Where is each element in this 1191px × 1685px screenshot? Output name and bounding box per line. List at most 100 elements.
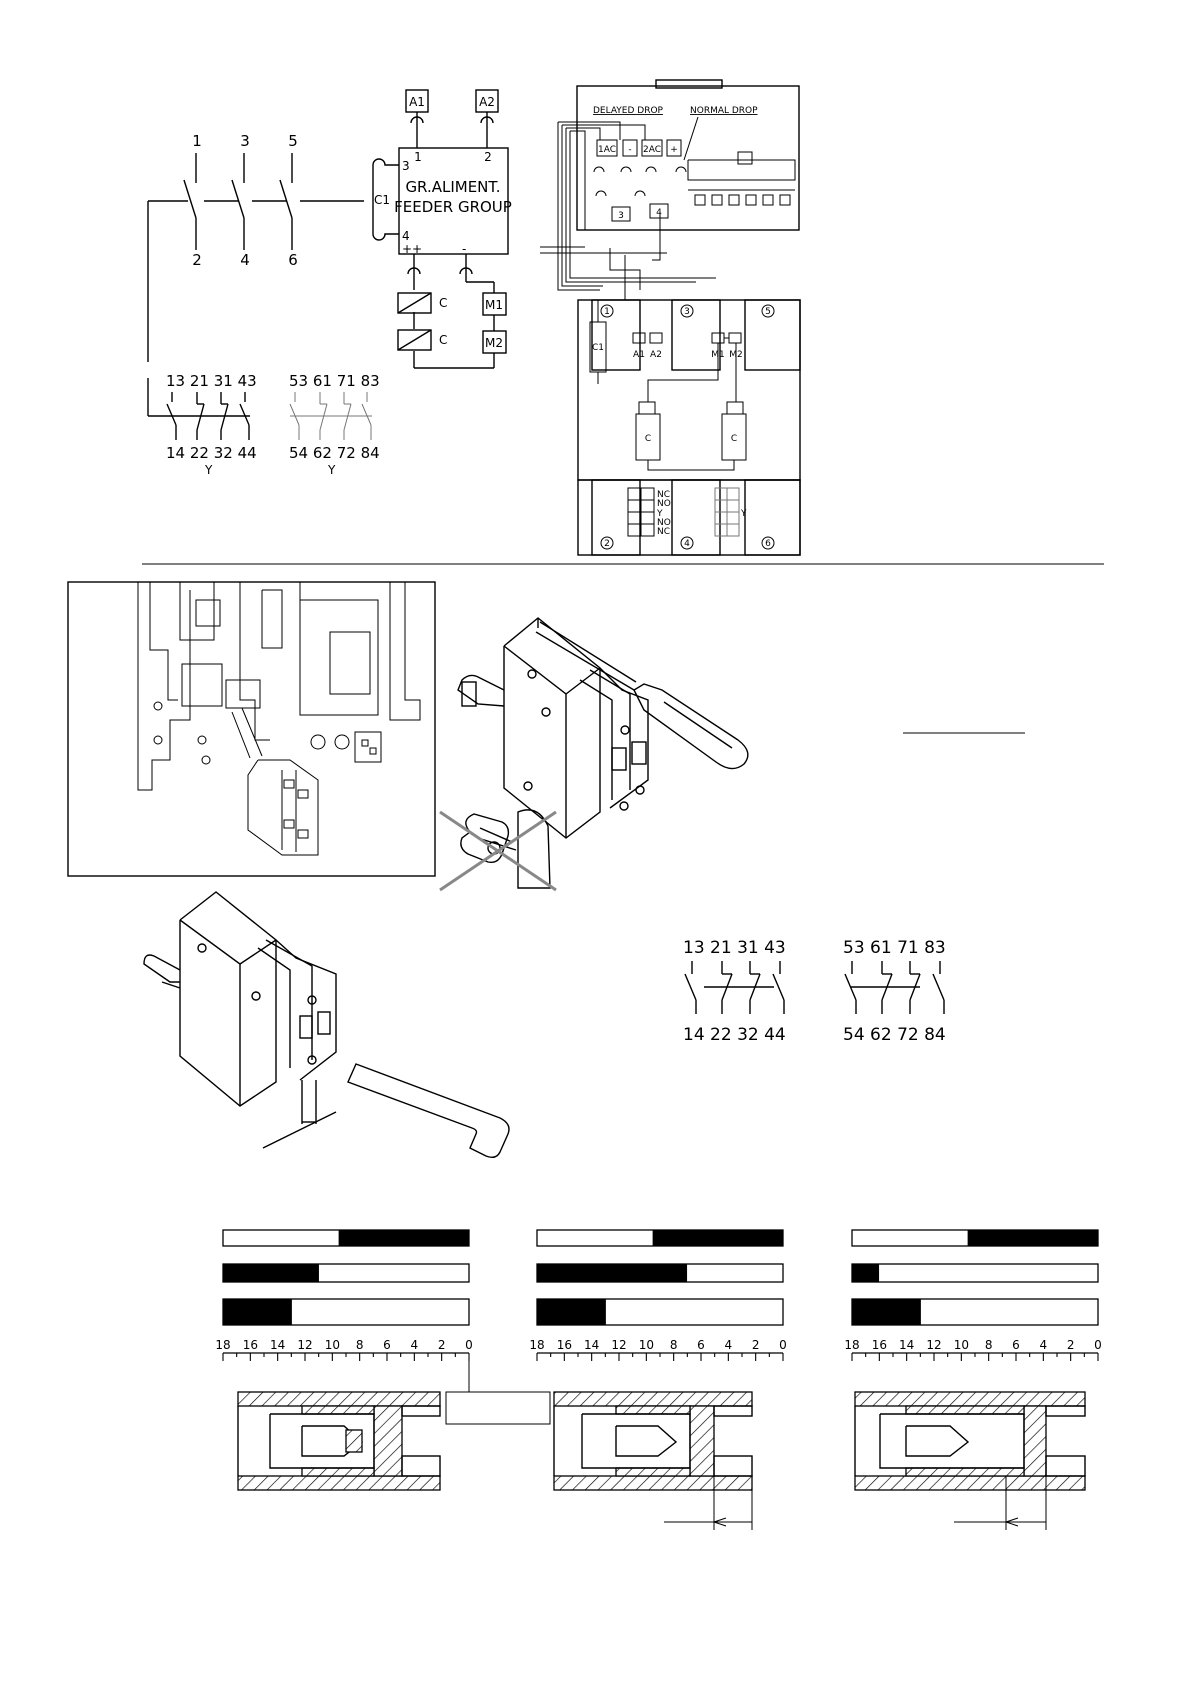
gauge-tick-label: 14 xyxy=(899,1338,914,1352)
aux-contacts-schematic-right: 53 61 71 83 54 62 72 84 Y xyxy=(289,372,380,477)
gauge-bar-fill xyxy=(223,1299,292,1325)
svg-text:C1: C1 xyxy=(592,343,604,353)
coil-c-left: C xyxy=(645,434,651,444)
pole-2: 2 xyxy=(604,539,610,549)
terminal-4-label: 4 xyxy=(240,251,250,269)
gauge-tick-label: 4 xyxy=(1040,1338,1048,1352)
pole-4: 4 xyxy=(684,539,690,549)
svg-text:C: C xyxy=(439,333,447,347)
gauge-tick-label: 18 xyxy=(215,1338,230,1352)
svg-text:A1: A1 xyxy=(633,350,645,360)
aux-left-bottom-numbers: 14 22 32 44 xyxy=(683,1025,786,1045)
terminal-plus: + xyxy=(670,145,678,155)
terminal-minus: - xyxy=(628,145,631,155)
gauge-tick-label: 18 xyxy=(529,1338,544,1352)
gauge-tick-label: 8 xyxy=(670,1338,678,1352)
normal-drop-label: NORMAL DROP xyxy=(690,106,758,116)
gauge-tick-label: 6 xyxy=(1012,1338,1020,1352)
gauge-tick-label: 2 xyxy=(438,1338,446,1352)
terminal-strip xyxy=(687,151,796,206)
gauge-bar-fill xyxy=(852,1264,880,1282)
terminal-3-label: 3 xyxy=(240,132,250,150)
gauge-tick-label: 16 xyxy=(557,1338,572,1352)
coil-wiring xyxy=(407,254,495,369)
gauge-tick-label: 10 xyxy=(639,1338,654,1352)
gauge-bar-fill xyxy=(652,1230,783,1246)
wrong-mounting-crossed xyxy=(439,809,557,892)
pole-3: 3 xyxy=(684,307,690,317)
svg-text:-: - xyxy=(462,242,466,256)
gauge-tick-label: 10 xyxy=(325,1338,340,1352)
svg-text:Y: Y xyxy=(656,509,663,519)
aux-contact-with-screwdriver xyxy=(457,617,1025,839)
svg-text:A2: A2 xyxy=(650,350,662,360)
svg-text:Y: Y xyxy=(740,509,747,519)
aux-right-bottom-numbers: 54 62 72 84 xyxy=(843,1025,946,1045)
c1-component: C1 xyxy=(589,300,607,384)
coil-c-lower: C xyxy=(397,329,447,351)
feeder-pin-2: 2 xyxy=(484,150,492,164)
gauge-bar-fill xyxy=(967,1230,1098,1246)
connection-wires xyxy=(540,121,716,300)
pole-1: 1 xyxy=(604,307,610,317)
power-contacts xyxy=(147,153,364,416)
wiring-view: DELAYED DROP NORMAL DROP 1AC - 2AC + 3 4 xyxy=(540,79,801,556)
aux-left-contacts xyxy=(684,961,785,1014)
gauge-bar-fill xyxy=(537,1264,688,1282)
gauge-tick-label: 16 xyxy=(872,1338,887,1352)
svg-text:NC: NC xyxy=(657,490,670,500)
gauge-tick-label: 12 xyxy=(297,1338,312,1352)
supply-terminal-a2: A2 xyxy=(475,89,499,148)
terminal-5-label: 5 xyxy=(288,132,298,150)
svg-text:A2: A2 xyxy=(479,95,495,109)
gauge-tick-label: 2 xyxy=(1067,1338,1075,1352)
motor-terminal-m1: M1 xyxy=(482,292,507,316)
supply-terminal-a1: A1 xyxy=(405,89,429,148)
gauge-tick-label: 6 xyxy=(697,1338,705,1352)
pole-5: 5 xyxy=(765,307,771,317)
installation-frame xyxy=(67,581,436,877)
feeder-pin-1: 1 xyxy=(414,150,422,164)
gauge-tick-label: 0 xyxy=(779,1338,787,1352)
control-panel: DELAYED DROP NORMAL DROP 1AC - 2AC + 3 4 xyxy=(576,79,800,231)
svg-text:54 62 72 84: 54 62 72 84 xyxy=(289,444,380,462)
terminal-2ac: 2AC xyxy=(643,145,661,155)
gauge-tick-label: 16 xyxy=(243,1338,258,1352)
terminal-6-label: 6 xyxy=(288,251,298,269)
gauge-bar-fill xyxy=(852,1299,921,1325)
gauge-bar-frame xyxy=(851,1263,1099,1283)
svg-text:M1: M1 xyxy=(485,298,503,312)
svg-text:+: + xyxy=(402,242,412,256)
svg-text:NO: NO xyxy=(657,499,671,509)
gauge-tick-label: 8 xyxy=(985,1338,993,1352)
power-schematic: 1 3 5 2 4 6 A1 xyxy=(147,89,512,477)
gauge-tick-label: 4 xyxy=(725,1338,733,1352)
terminal-1-label: 1 xyxy=(192,132,202,150)
relay-pin-3: 3 xyxy=(618,211,624,221)
svg-text:M2: M2 xyxy=(485,336,503,350)
svg-text:Y: Y xyxy=(327,463,336,477)
svg-text:53 61 71 83: 53 61 71 83 xyxy=(289,372,380,390)
coil-c-right: C xyxy=(731,434,737,444)
relay-pin-4: 4 xyxy=(656,208,662,218)
svg-text:GR.ALIMENT.: GR.ALIMENT. xyxy=(405,178,500,196)
coil-wiring-view: C C xyxy=(635,343,747,471)
feeder-group-box: GR.ALIMENT. FEEDER GROUP 3 4 + + - xyxy=(394,147,512,256)
gauge-tick-label: 4 xyxy=(411,1338,419,1352)
svg-text:3: 3 xyxy=(402,159,410,173)
aux-contact-diagram: 13 21 31 43 14 22 32 44 53 61 71 83 54 6… xyxy=(683,938,946,1045)
svg-text:A1: A1 xyxy=(409,95,425,109)
svg-text:C: C xyxy=(439,296,447,310)
svg-text:C1: C1 xyxy=(374,193,390,207)
section-view-3 xyxy=(854,1391,1086,1530)
gauge-tick-label: 10 xyxy=(954,1338,969,1352)
gauge-tick-label: 6 xyxy=(383,1338,391,1352)
breaker-body: 1 3 5 2 4 6 xyxy=(577,299,801,556)
gauge-tick-label: 14 xyxy=(270,1338,285,1352)
svg-text:14 22 32 44: 14 22 32 44 xyxy=(166,444,257,462)
